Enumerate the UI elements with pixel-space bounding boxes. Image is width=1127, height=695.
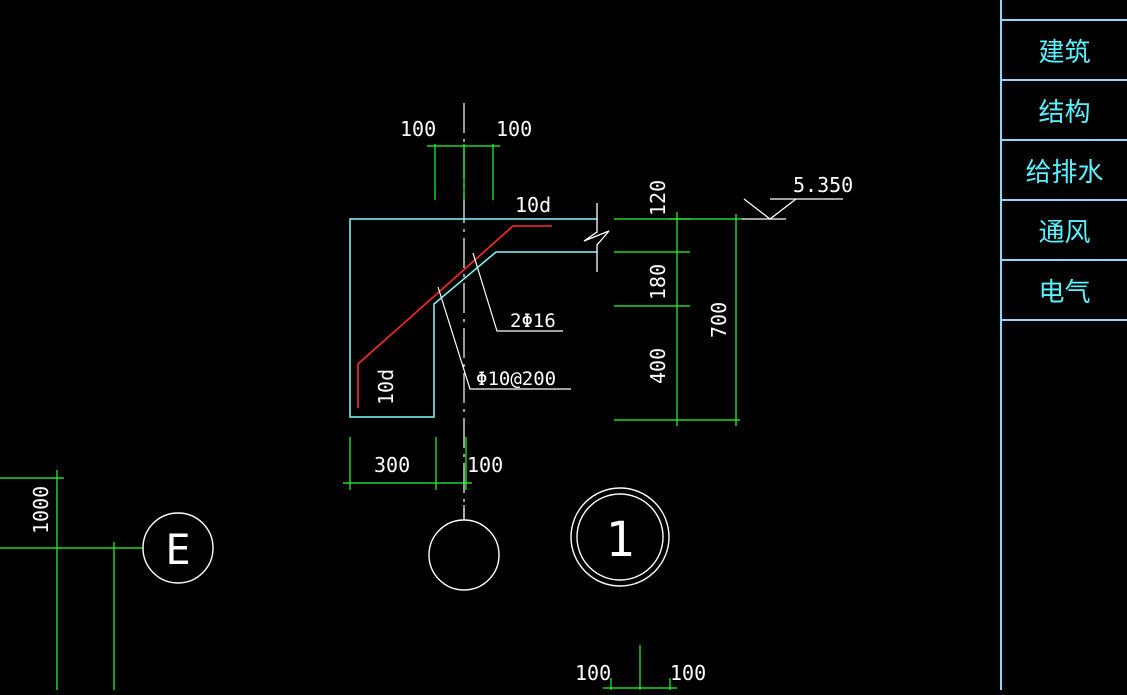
dim-180-label: 180 (646, 264, 670, 300)
dim-top (427, 144, 500, 200)
leader-lines (437, 252, 571, 390)
dim-top-left-label: 100 (400, 117, 436, 141)
sidebar-item-plumbing[interactable]: 给排水 (1002, 141, 1127, 201)
elevation-symbol (742, 198, 843, 220)
sidebar-top-strip (1002, 0, 1127, 21)
dim-400-label: 400 (646, 348, 670, 384)
break-line (583, 203, 610, 272)
dim-bottom-left-100-label: 100 (575, 661, 611, 685)
dim-beam-top-label: 10d (515, 193, 551, 217)
sidebar-item-structure[interactable]: 结构 (1002, 81, 1127, 141)
dim-hook-10d-label: 10d (374, 369, 398, 405)
dim-left-1000-label: 1000 (29, 486, 53, 534)
dim-bottom-small (603, 645, 677, 690)
dim-bottom-300-label: 300 (374, 453, 410, 477)
sidebar-item-architecture[interactable]: 建筑 (1002, 21, 1127, 81)
dim-700-label: 700 (707, 302, 731, 338)
rebar-main-label: 2Φ16 (510, 310, 556, 332)
beam-outline (349, 218, 597, 418)
dim-left-1000 (0, 470, 143, 690)
section-bubble-outer (570, 487, 670, 587)
axis-e-label: E (165, 525, 190, 574)
dim-bottom-100-label: 100 (467, 453, 503, 477)
drawing-svg[interactable]: 100 100 10d 300 100 120 180 400 700 10d … (0, 0, 1000, 690)
sidebar-item-electrical[interactable]: 电气 (1002, 261, 1127, 321)
elevation-label: 5.350 (793, 173, 853, 197)
sidebar-item-ventilation[interactable]: 通风 (1002, 201, 1127, 261)
rebar-stirrup-label: Φ10@200 (476, 368, 556, 390)
section-bubble-inner (576, 493, 664, 581)
axis-bubble-blank (428, 519, 500, 591)
section-1-label: 1 (606, 512, 635, 568)
dim-vertical (614, 212, 744, 426)
dim-120-label: 120 (646, 180, 670, 216)
rebar-bent (357, 225, 552, 408)
dim-bottom-right-100-label: 100 (670, 661, 706, 685)
dim-bottom (343, 437, 472, 490)
axis-bubble-e (142, 512, 214, 584)
discipline-sidebar: 建筑 结构 给排水 通风 电气 (1000, 0, 1127, 690)
dim-top-right-label: 100 (496, 117, 532, 141)
